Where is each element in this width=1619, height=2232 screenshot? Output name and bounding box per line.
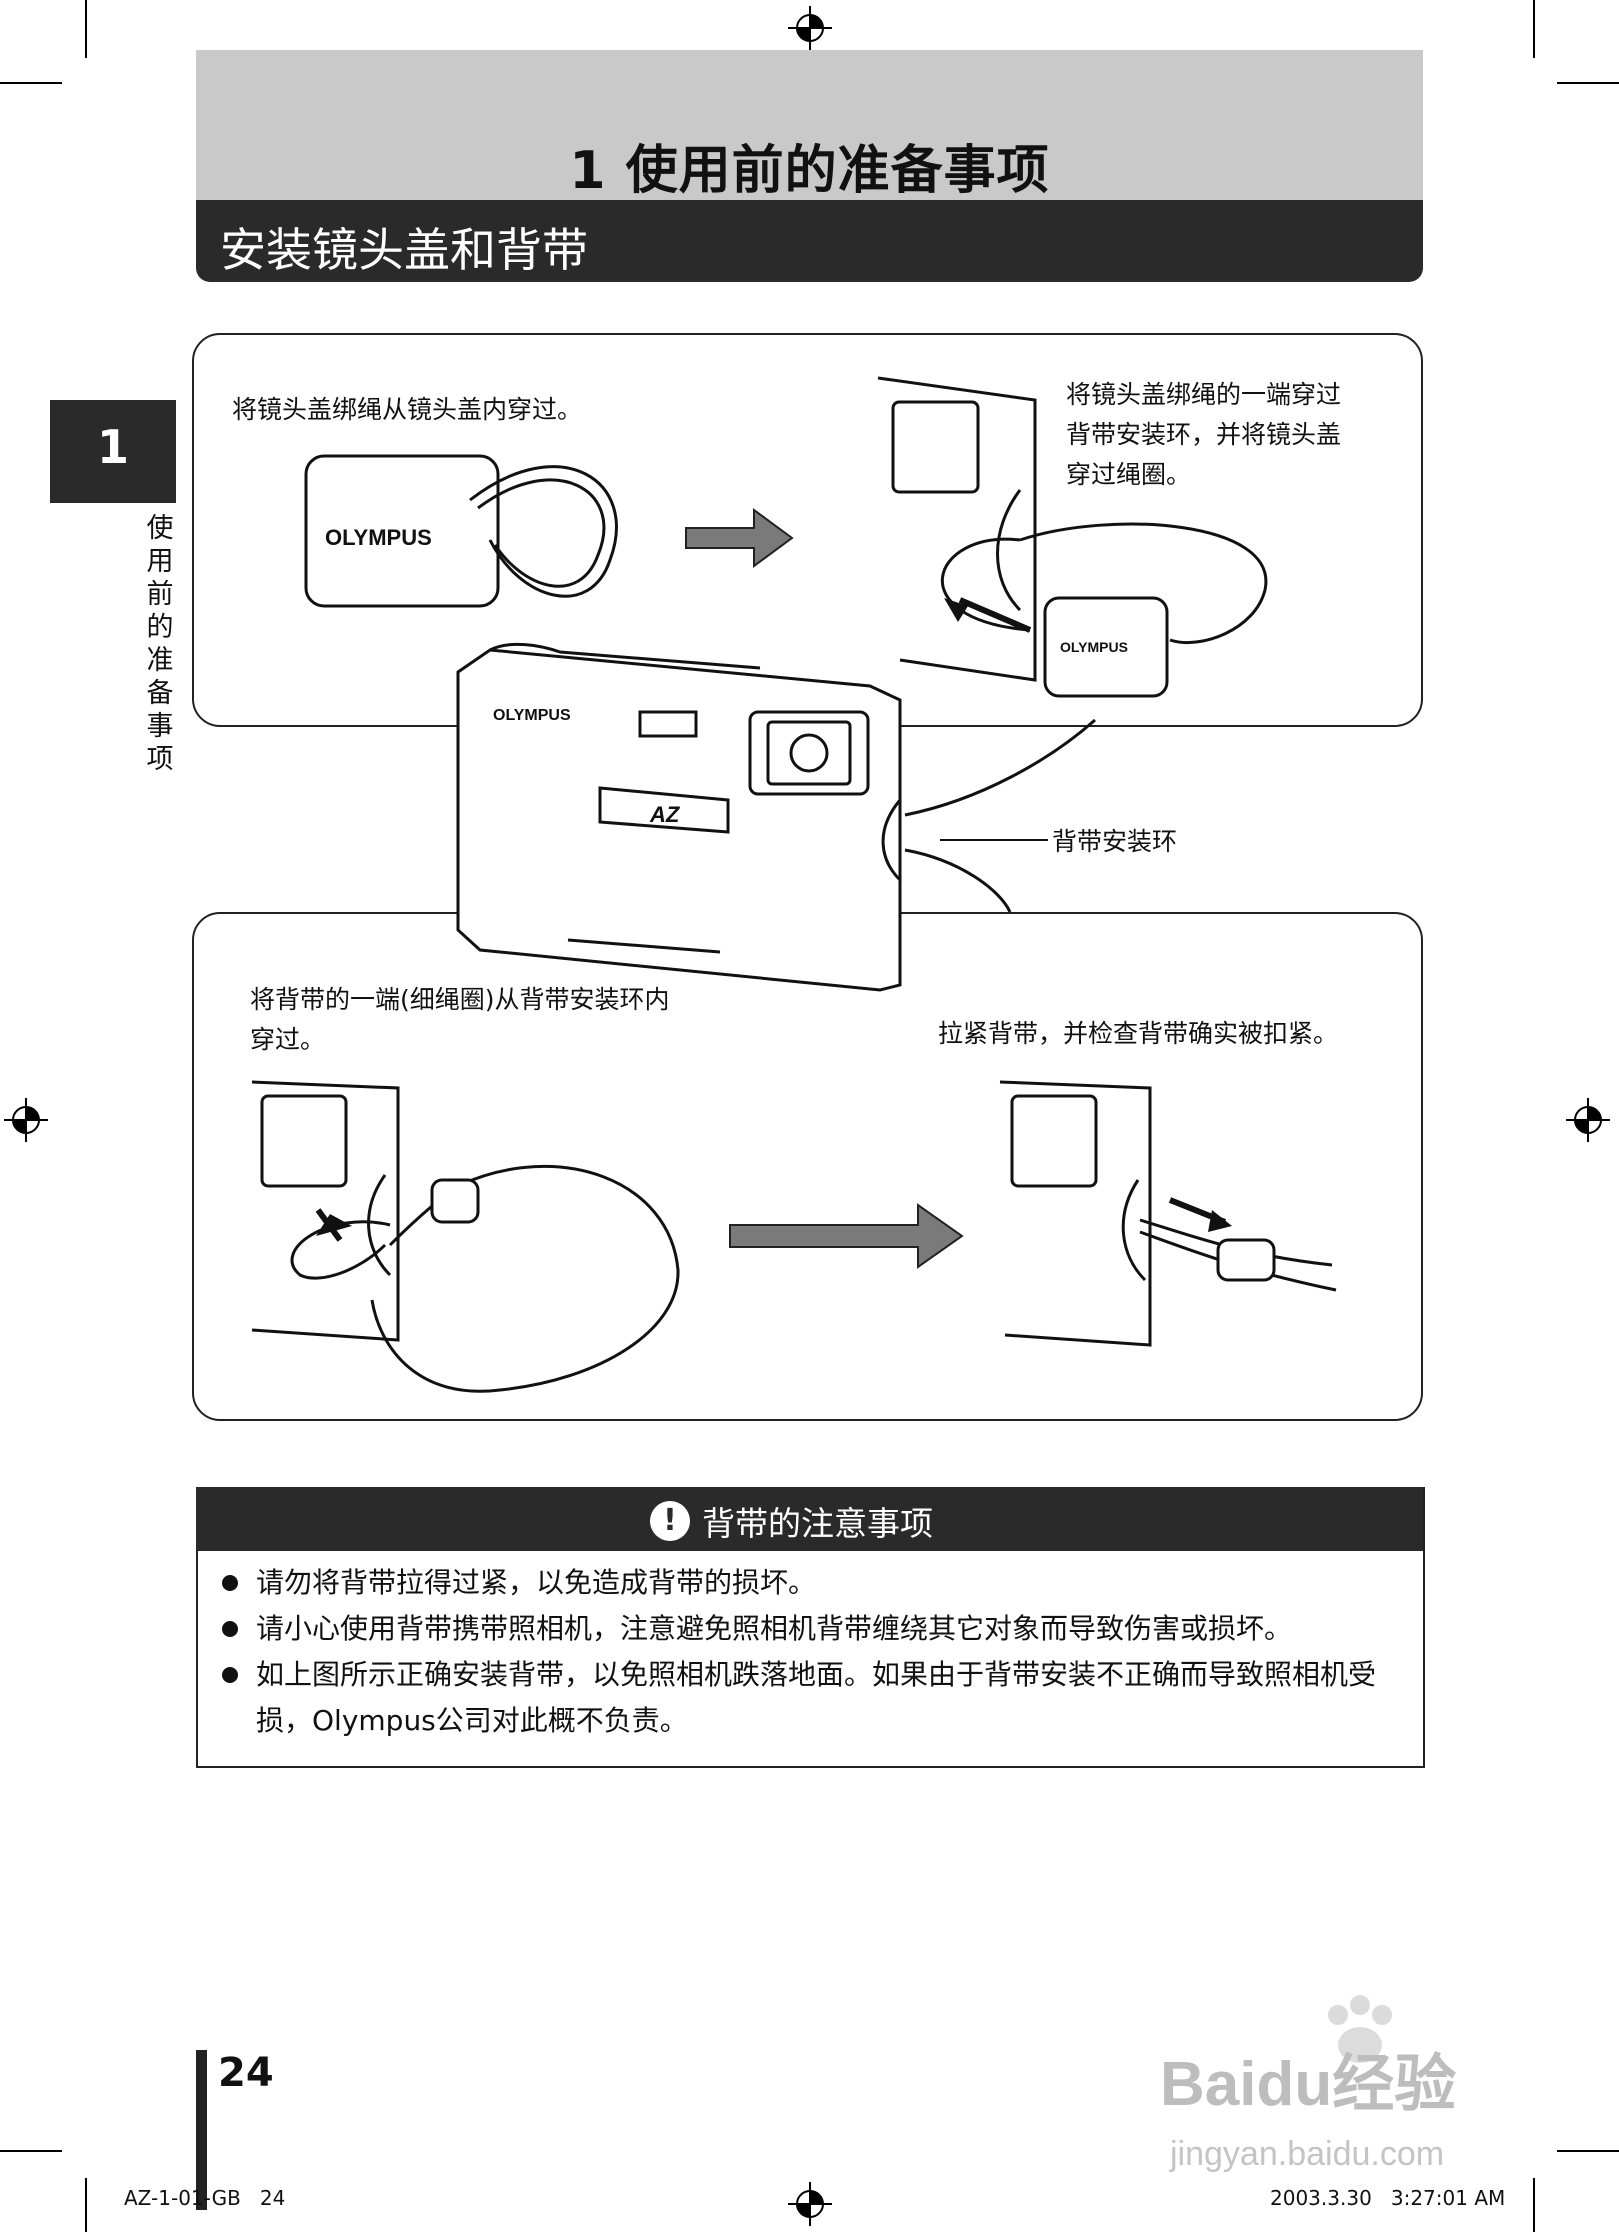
step2-caption-line2: 背带安装环，并将镜头盖 [1066,420,1342,449]
crop-mark [0,82,62,84]
crop-mark [85,0,87,58]
notice-item: 请小心使用背带携带照相机，注意避免照相机背带缠绕其它对象而导致伤害或损坏。 [218,1606,1413,1652]
registration-mark-icon [1566,1098,1610,1142]
watermark-brand: Baidu经验 [1160,2050,1456,2119]
crop-mark [1533,2178,1535,2232]
strap-illustration: OLYMPUS OLYMPUS OLYMPUS AZ [251,376,1337,1393]
page-number: 24 [218,2050,274,2096]
step4-caption: 拉紧背带，并检查背带确实被扣紧。 [938,1019,1339,1048]
notice-heading: ! 背带的注意事项 [650,1497,1150,1545]
step2-caption-line3: 穿过绳圈。 [1066,460,1192,489]
step3-caption-line1: 将背带的一端(细绳圈)从背带安装环内 [250,985,670,1014]
section-title: 安装镜头盖和背带 [220,223,588,277]
notice-item: 如上图所示正确安装背带，以免照相机跌落地面。如果由于背带安装不正确而导致照相机受… [218,1652,1413,1744]
warning-icon: ! [650,1501,690,1541]
page-number-bar [196,2050,207,2210]
chapter-header-band [196,50,1423,200]
crop-mark [1533,0,1535,58]
crop-mark [85,2178,87,2232]
step1-caption: 将镜头盖绑绳从镜头盖内穿过。 [232,395,583,424]
baidu-watermark: Baidu经验 jingyan.baidu.com [1160,1995,1456,2173]
crop-mark [0,2150,62,2152]
step2-caption-line1: 将镜头盖绑绳的一端穿过 [1066,380,1342,409]
chapter-tab-label: 使用前的准备事项 [146,513,174,775]
chapter-tab-number: 1 [96,420,129,474]
registration-mark-icon [788,2182,832,2226]
strap-ring-label: 背带安装环 [1052,827,1178,856]
notice-list: 请勿将背带拉得过紧，以免造成背带的损坏。 请小心使用背带携带照相机，注意避免照相… [218,1560,1413,1744]
notice-item: 请勿将背带拉得过紧，以免造成背带的损坏。 [218,1560,1413,1606]
model-badge-text: AZ [649,802,681,827]
footer-file-code: AZ-1-01-GB 24 [124,2186,286,2210]
step3-caption-line2: 穿过。 [250,1025,326,1054]
footer-timestamp: 2003.3.30 3:27:01 AM [1270,2186,1506,2210]
lens-cap-brand-text: OLYMPUS [325,525,432,550]
notice-title: 背带的注意事项 [702,1504,933,1543]
chapter-title: 1 使用前的准备事项 [569,141,1050,201]
registration-mark-icon [4,1098,48,1142]
notice-header-bar [196,1487,1423,1551]
chapter-tab [50,400,176,503]
registration-mark-icon [788,6,832,50]
watermark-url: jingyan.baidu.com [1169,2135,1444,2173]
section-header-bar [196,200,1423,282]
crop-mark [1557,2150,1619,2152]
camera-brand-text: OLYMPUS [493,707,571,724]
lens-cap-brand-text-small: OLYMPUS [1060,639,1128,655]
crop-mark [1557,82,1619,84]
